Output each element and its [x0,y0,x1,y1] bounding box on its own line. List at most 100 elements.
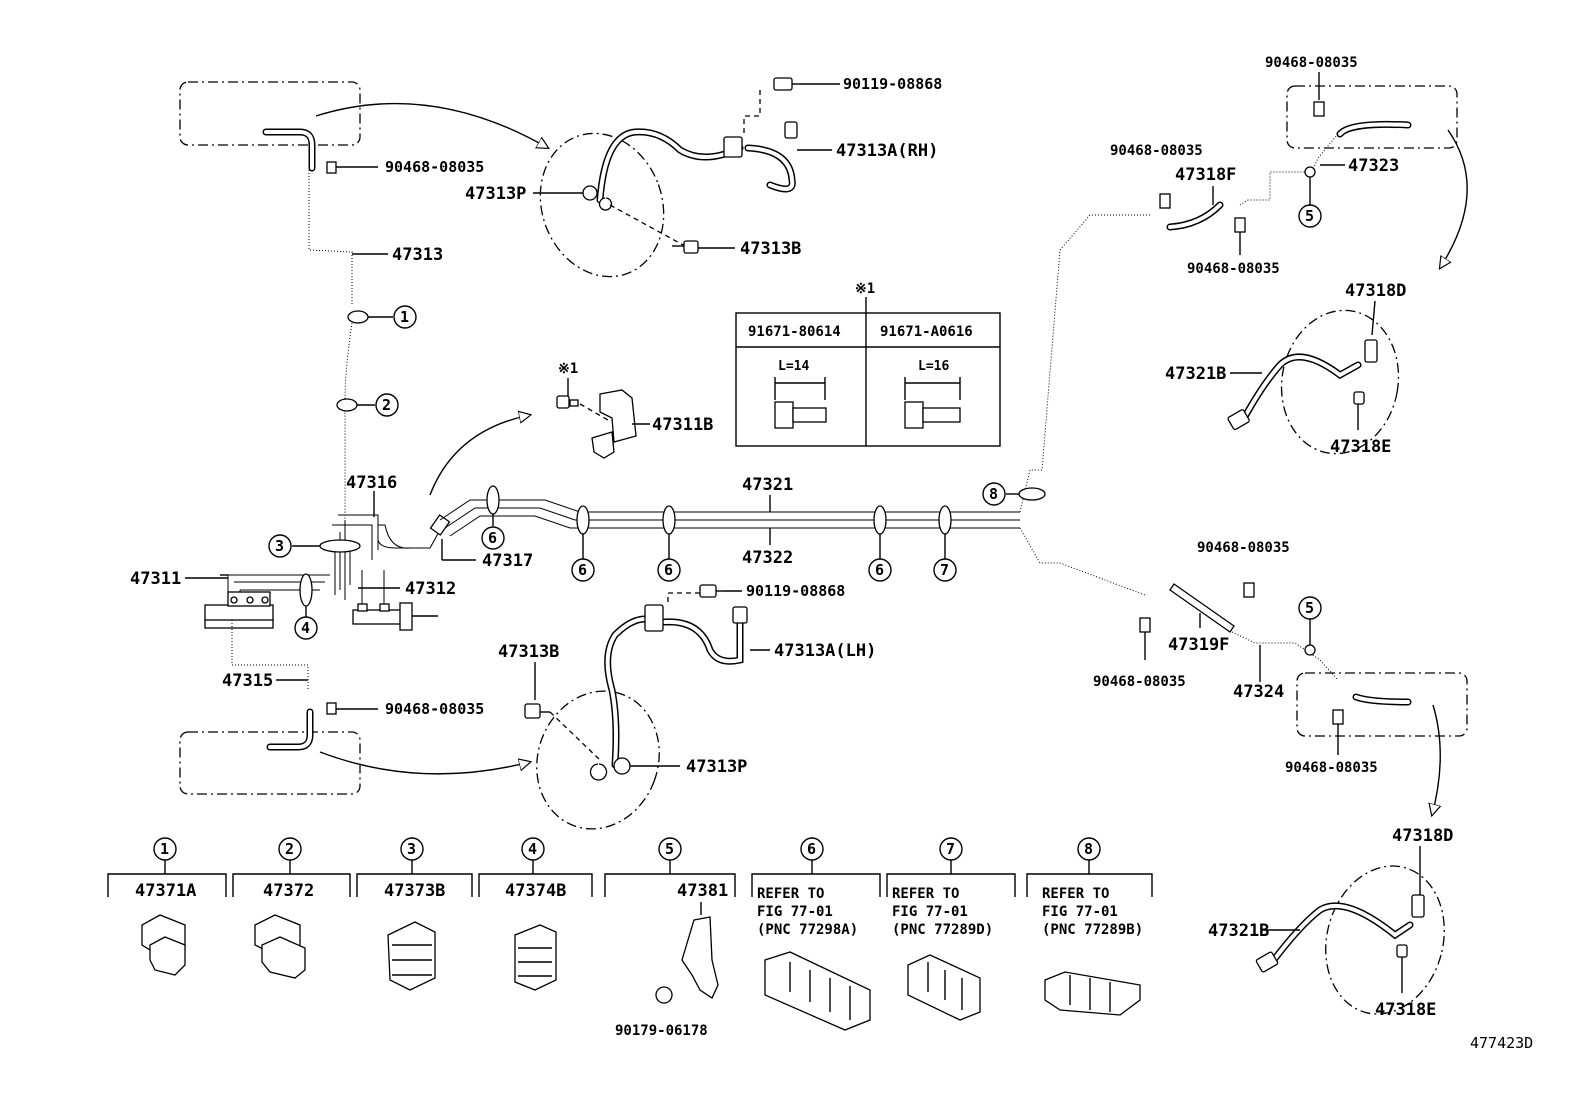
part-label-47313P[interactable]: 47313P [686,757,747,777]
svg-text:(PNC 77289B): (PNC 77289B) [1042,922,1143,938]
part-label-47323[interactable]: 47323 [1348,156,1399,176]
part-label-47313B[interactable]: 47313B [498,642,559,662]
svg-text:5: 5 [1305,599,1314,617]
part-label-47311B[interactable]: 47311B [652,415,713,435]
detail-box-front-rh [179,81,361,146]
part-label-90468-08035[interactable]: 90468-08035 [385,700,484,718]
part-label-47321B[interactable]: 47321B [1208,921,1269,941]
bolt-part-91671-80614[interactable]: 91671-80614 [748,324,841,340]
svg-text:6: 6 [578,561,587,579]
rear-rh-group: 90468-08035 90468-08035 47318F 90468-080… [1110,55,1468,457]
callout-3[interactable] [268,534,292,558]
svg-text:8: 8 [1084,840,1093,858]
flow-arrow-bracket [429,415,530,496]
legend-part-47381: 47381 [677,881,728,901]
callout-2[interactable] [375,393,399,417]
callout-1[interactable] [393,305,417,329]
callout-6[interactable] [481,526,505,550]
flex-hose-lh-detail: 90119-08868 47313A(LH) 47313B 47313P [498,582,876,830]
part-label-47321B[interactable]: 47321B [1165,364,1226,384]
part-label-90119-08868[interactable]: 90119-08868 [843,75,942,93]
part-label-47324[interactable]: 47324 [1233,682,1284,702]
svg-text:(PNC 77298A): (PNC 77298A) [757,922,858,938]
legend-part-47372: 47372 [263,881,314,901]
part-label-47321[interactable]: 47321 [742,475,793,495]
svg-text:(PNC 77289D): (PNC 77289D) [892,922,993,938]
legend-part-90179-06178: 90179-06178 [615,1023,708,1039]
part-label-47313B[interactable]: 47313B [740,239,801,259]
clip-icon [1139,617,1151,633]
clip-icon [1243,582,1255,598]
svg-text:REFER TO: REFER TO [757,886,824,902]
svg-text:7: 7 [946,840,955,858]
clip-icon [1234,217,1246,233]
part-label-47315[interactable]: 47315 [222,671,273,691]
front-rh-group: 90468-08035 47313 [179,81,548,305]
brake-tube-47313 [308,170,353,305]
bolt-length-16: L=16 [918,359,949,374]
callout-6[interactable] [657,558,681,582]
callout-5[interactable] [1298,596,1322,620]
svg-text:7: 7 [940,561,949,579]
callout-6[interactable] [571,558,595,582]
legend-item-8[interactable]: 8 REFER TO FIG 77-01 (PNC 77289B) [1026,837,1153,1016]
part-label-47313A-RH[interactable]: 47313A(RH) [836,141,938,161]
part-label-47312[interactable]: 47312 [405,579,456,599]
part-label-90468-08035[interactable]: 90468-08035 [1110,143,1203,159]
svg-text:REFER TO: REFER TO [1042,886,1109,902]
callout-7[interactable] [933,558,957,582]
clip-icon [1313,101,1325,117]
part-label-47322[interactable]: 47322 [742,548,793,568]
part-label-47318E[interactable]: 47318E [1375,1000,1436,1020]
callout-4[interactable] [294,616,318,640]
clip-marker [336,398,358,412]
part-label-47318F[interactable]: 47318F [1175,165,1236,185]
part-label-47317[interactable]: 47317 [482,551,533,571]
part-label-47313P[interactable]: 47313P [465,184,526,204]
part-label-47318E[interactable]: 47318E [1330,437,1391,457]
svg-text:4: 4 [528,840,537,858]
callout-5[interactable] [1298,204,1322,228]
part-label-47319F[interactable]: 47319F [1168,635,1229,655]
svg-text:4: 4 [301,619,310,637]
callout-8[interactable] [982,482,1006,506]
legend-item-1[interactable]: 1 47371A [107,837,227,976]
legend-item-6[interactable]: 6 REFER TO FIG 77-01 (PNC 77298A) [751,837,881,1031]
clip-icon [326,161,337,174]
legend-item-2[interactable]: 2 47372 [232,837,351,979]
svg-text:5: 5 [1305,207,1314,225]
legend-item-5[interactable]: 5 47381 90179-06178 [604,837,736,1039]
bolt-part-91671-A0616[interactable]: 91671-A0616 [880,324,973,340]
part-label-47318D[interactable]: 47318D [1345,281,1406,301]
part-label-90468-08035[interactable]: 90468-08035 [1265,55,1358,71]
main-brake-lines: 6 6 6 6 7 47321 47322 8 [439,214,1150,596]
part-label-90468-08035[interactable]: 90468-08035 [1197,540,1290,556]
part-label-47316[interactable]: 47316 [346,473,397,493]
figure-code: 477423D [1470,1034,1533,1052]
flex-hose-rh-detail: 90119-08868 47313A(RH) 47313P 47313B [465,75,942,278]
clip-marker [347,310,369,324]
part-label-90468-08035[interactable]: 90468-08035 [1285,760,1378,776]
part-label-47311[interactable]: 47311 [130,569,181,589]
legend-part-47373B: 47373B [384,881,445,901]
flow-arrow-front-lh [319,751,530,775]
part-label-47313A-LH[interactable]: 47313A(LH) [774,641,876,661]
part-label-90468-08035[interactable]: 90468-08035 [1093,674,1186,690]
legend-item-3[interactable]: 3 47373B [356,837,473,991]
svg-text:FIG 77-01: FIG 77-01 [757,904,833,920]
bolt-icon [904,377,961,429]
legend-item-7[interactable]: 7 REFER TO FIG 77-01 (PNC 77289D) [886,837,1016,1021]
note-mark: ※1 [855,281,875,297]
part-label-47313[interactable]: 47313 [392,245,443,265]
callout-6[interactable] [868,558,892,582]
part-label-90468-08035[interactable]: 90468-08035 [385,158,484,176]
part-label-90119-08868[interactable]: 90119-08868 [746,582,845,600]
part-label-90468-08035[interactable]: 90468-08035 [1187,261,1280,277]
part-label-47318D[interactable]: 47318D [1392,826,1453,846]
front-rh-pipe-end [262,128,316,172]
bolt-icon [774,377,827,429]
legend-item-4[interactable]: 4 47374B [478,837,593,991]
svg-text:FIG 77-01: FIG 77-01 [1042,904,1118,920]
svg-text:2: 2 [285,840,294,858]
